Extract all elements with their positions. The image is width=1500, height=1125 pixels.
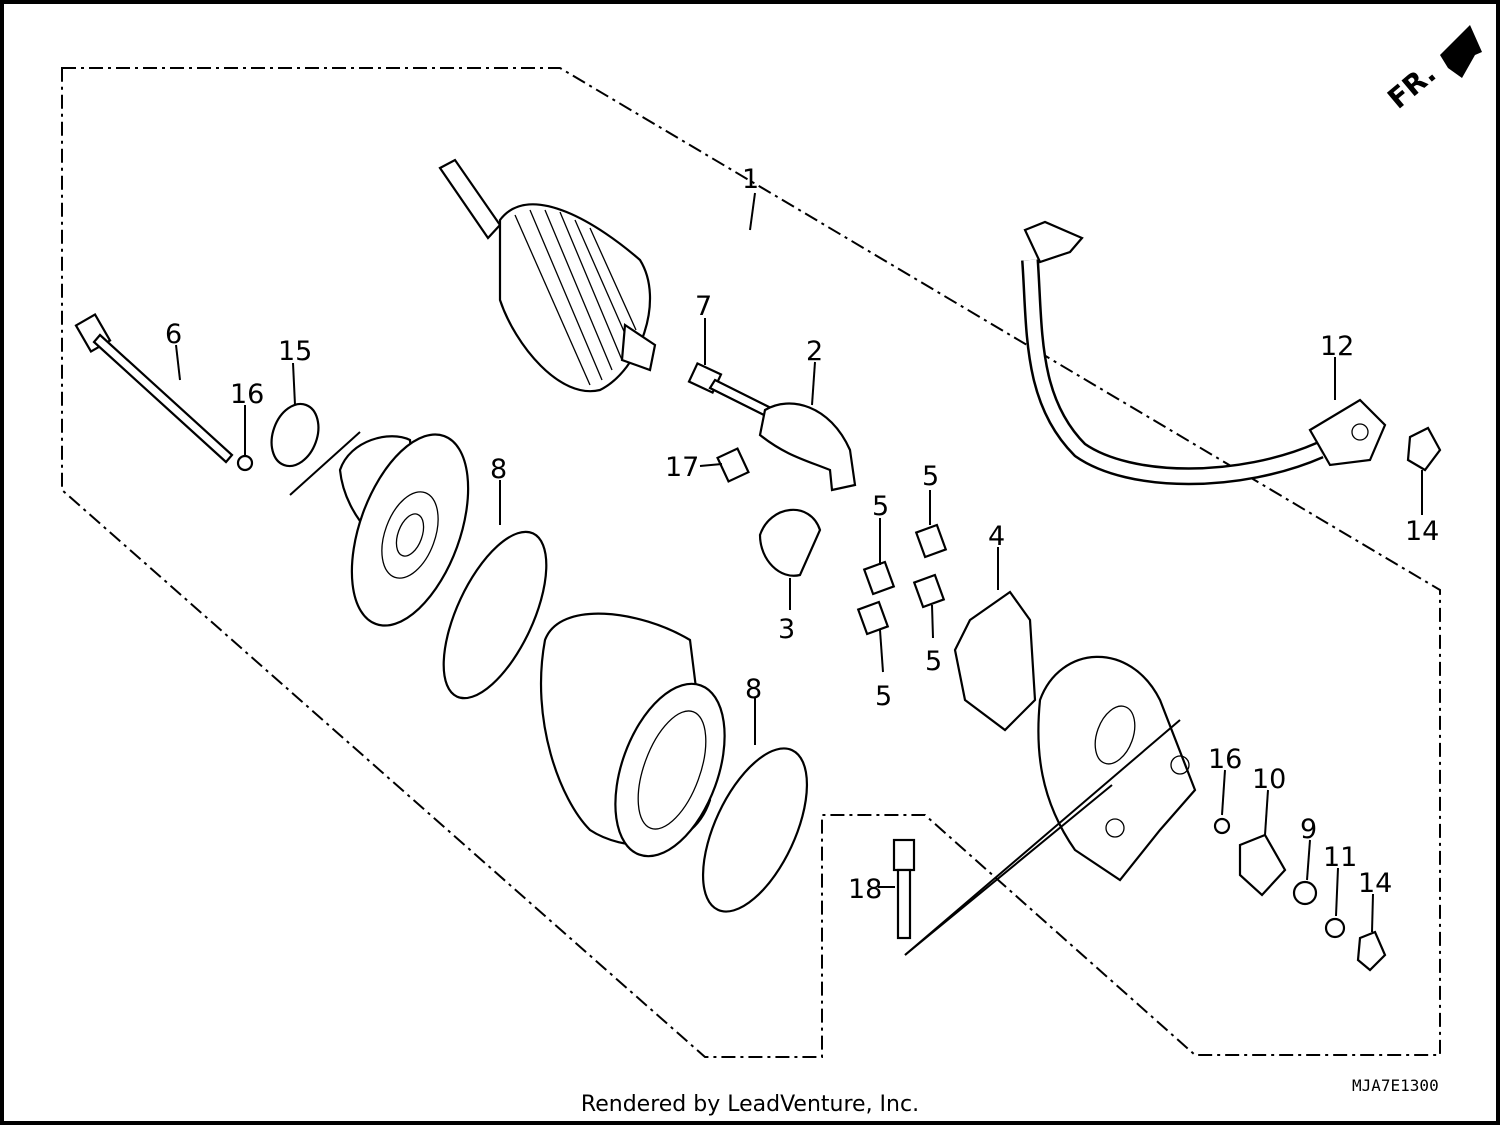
callout-4: 4 (988, 521, 1005, 552)
o-ring-right (701, 747, 809, 913)
callout-5c: 5 (875, 681, 892, 712)
washer (236, 454, 254, 472)
render-credit: Rendered by LeadVenture, Inc. (580, 1092, 920, 1117)
insulator (716, 447, 750, 483)
terminal-insulator (1238, 833, 1287, 897)
mounting-bolt (892, 838, 916, 940)
callout-14a: 14 (1405, 516, 1439, 547)
through-bolt (74, 313, 234, 464)
callout-6: 6 (165, 319, 182, 350)
callout-8b: 8 (745, 674, 762, 705)
fr-label: FR. (1381, 57, 1442, 116)
starter-cable (1021, 220, 1387, 486)
callout-8a: 8 (490, 454, 507, 485)
forward-arrow-icon: FR. (1381, 25, 1482, 115)
callout-17: 17 (665, 452, 699, 483)
washer-terminal (1213, 817, 1231, 835)
leader-lines (175, 192, 1423, 956)
washer-plain (1292, 880, 1318, 906)
callout-3: 3 (778, 614, 795, 645)
callout-1: 1 (742, 164, 759, 195)
callout-11: 11 (1323, 842, 1357, 873)
springs (856, 523, 948, 636)
callout-5b: 5 (922, 461, 939, 492)
o-ring-left (442, 530, 548, 700)
callout-15: 15 (278, 336, 312, 367)
brush-plate (953, 590, 1037, 732)
callout-9: 9 (1300, 814, 1317, 845)
callout-2: 2 (806, 336, 823, 367)
screw (687, 361, 777, 420)
callout-5a: 5 (872, 491, 889, 522)
callout-14b: 14 (1358, 868, 1392, 899)
o-ring-small (270, 402, 320, 468)
lock-washer (1324, 917, 1346, 939)
yoke (539, 612, 726, 858)
callout-16a: 16 (230, 379, 264, 410)
front-cover (338, 433, 470, 627)
diagram-code: MJA7E1300 (1352, 1076, 1439, 1095)
callout-10: 10 (1252, 764, 1286, 795)
callout-5d: 5 (925, 646, 942, 677)
callout-7: 7 (695, 291, 712, 322)
callout-16b: 16 (1208, 744, 1242, 775)
rear-cover (1037, 655, 1197, 882)
callout-18: 18 (848, 874, 882, 905)
callout-12: 12 (1320, 331, 1354, 362)
nut (1356, 930, 1387, 972)
brush-holder (758, 402, 857, 492)
cable-nut (1406, 426, 1442, 472)
assembly-boundary (61, 67, 1441, 1058)
brush (758, 508, 822, 577)
armature (438, 158, 657, 393)
